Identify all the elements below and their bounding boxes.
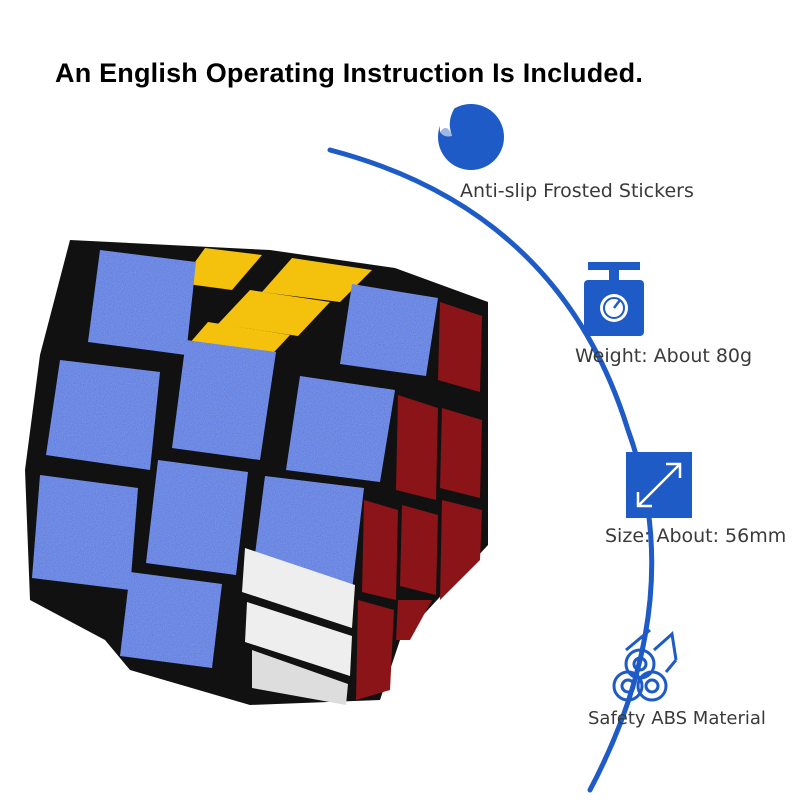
abs-pipes-icon bbox=[612, 628, 678, 702]
sticker bbox=[88, 250, 196, 355]
sticker-peel-icon bbox=[438, 104, 504, 170]
sticker bbox=[262, 258, 372, 302]
resize-arrows-icon bbox=[626, 452, 692, 518]
feature-label-size: Size: About: 56mm bbox=[605, 525, 787, 547]
sticker bbox=[218, 290, 330, 336]
sticker bbox=[32, 475, 138, 590]
sticker bbox=[172, 340, 276, 460]
cube-white-stickers bbox=[242, 548, 355, 705]
sticker bbox=[120, 572, 222, 668]
sticker bbox=[146, 460, 248, 575]
sticker bbox=[362, 500, 398, 600]
cube-left-face bbox=[32, 250, 438, 668]
sticker bbox=[340, 284, 438, 376]
cube-right-face bbox=[356, 302, 482, 700]
sticker bbox=[46, 360, 160, 470]
sticker bbox=[242, 548, 355, 628]
sticker bbox=[440, 408, 482, 498]
headline: An English Operating Instruction Is Incl… bbox=[55, 58, 644, 88]
feature-label-material: Safety ABS Material bbox=[588, 708, 766, 729]
sticker bbox=[400, 505, 438, 595]
puzzle-cube bbox=[25, 240, 488, 705]
sticker bbox=[440, 500, 482, 600]
feature-label-weight: Weight: About 80g bbox=[575, 345, 753, 367]
sticker bbox=[286, 376, 395, 482]
decorative-arc bbox=[327, 147, 655, 793]
scale-icon bbox=[584, 262, 644, 336]
sticker bbox=[180, 248, 262, 290]
sticker bbox=[396, 395, 438, 500]
sticker bbox=[396, 600, 432, 640]
feature-label-stickers: Anti-slip Frosted Stickers bbox=[460, 180, 694, 202]
sticker bbox=[356, 600, 394, 700]
sticker bbox=[438, 302, 482, 392]
sticker bbox=[245, 602, 352, 676]
sticker bbox=[252, 650, 348, 705]
